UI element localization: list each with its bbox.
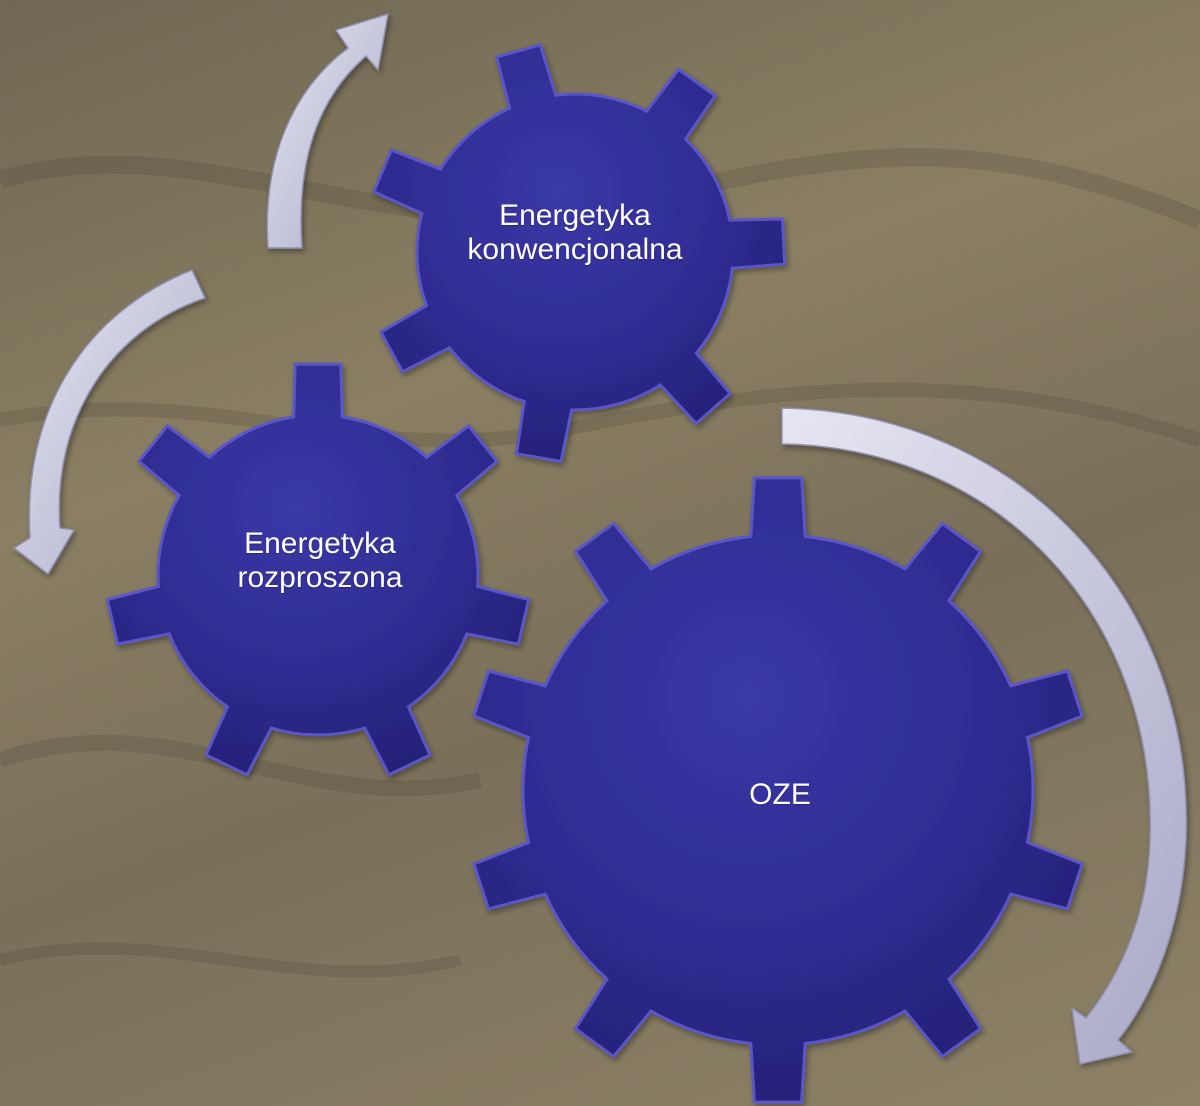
curved-arrow-icon (266, 12, 389, 249)
gear-icon (371, 43, 787, 464)
curved-arrow-icon (781, 407, 1188, 1065)
gear-label-oze: OZE (749, 778, 811, 811)
gear-icon (472, 476, 1084, 1104)
gear-label-energetyka-konwencjonalna: Energetyka konwencjonalna (467, 199, 683, 266)
gear-icon (105, 362, 531, 777)
curved-arrow-icon (12, 269, 207, 576)
gear-label-energetyka-rozproszona: Energetyka rozproszona (237, 527, 403, 594)
